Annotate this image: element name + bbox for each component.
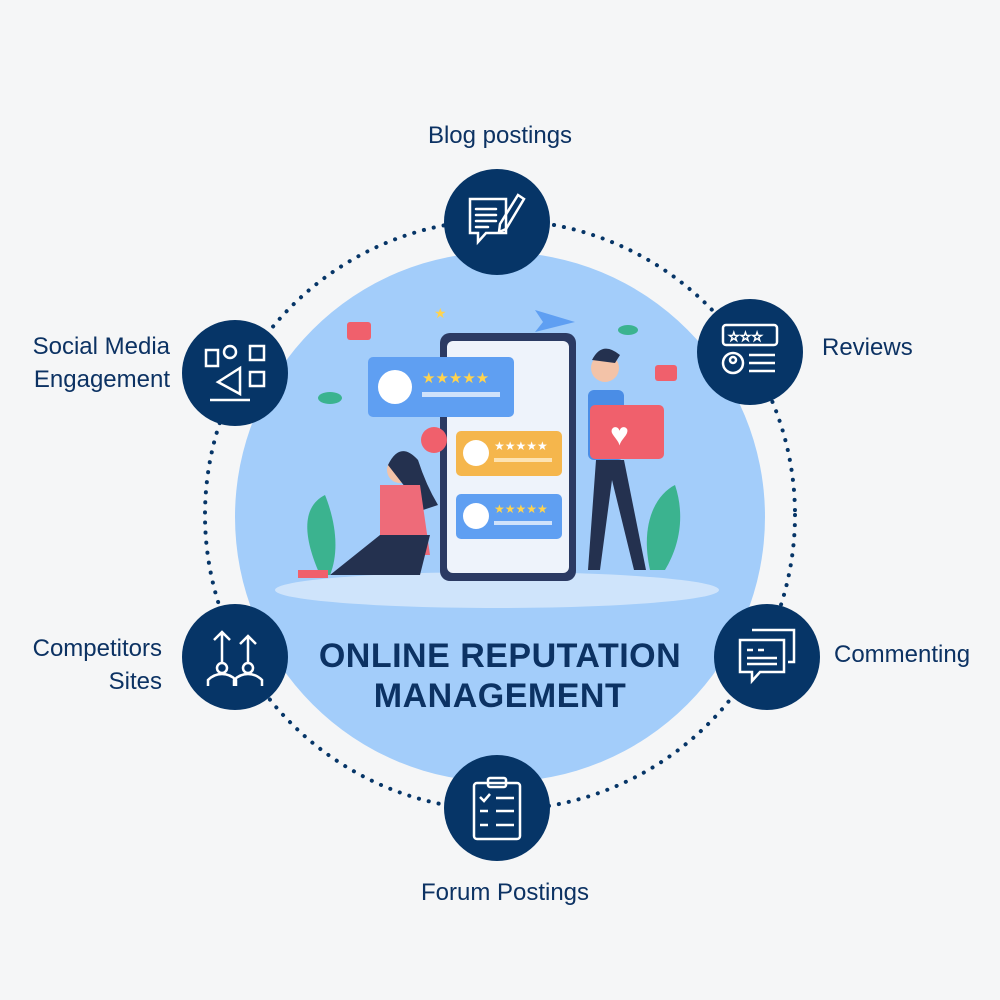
node-reviews[interactable]: ☆☆☆ <box>697 299 803 405</box>
svg-text:★★★★★: ★★★★★ <box>422 370 489 387</box>
competitors-arrows-icon <box>206 630 264 686</box>
svg-text:★★★★★: ★★★★★ <box>494 439 548 453</box>
label-social-media-engagement: Social Media Engagement <box>0 330 170 396</box>
label-forum-postings: Forum Postings <box>420 879 590 906</box>
svg-text:★★★★★: ★★★★★ <box>494 502 548 516</box>
chat-pen-icon <box>468 193 526 246</box>
center-title-line2: MANAGEMENT <box>373 677 627 715</box>
node-competitors-sites[interactable] <box>182 604 288 710</box>
label-competitors-line2: Sites <box>108 668 162 695</box>
label-blog-postings: Blog postings <box>427 122 573 149</box>
node-commenting[interactable] <box>714 604 820 710</box>
svg-text:☆☆☆: ☆☆☆ <box>728 329 763 344</box>
node-social-media-engagement[interactable] <box>182 320 288 426</box>
svg-text:♥: ♥ <box>610 416 629 452</box>
star-review-icon: ☆☆☆ <box>721 323 779 375</box>
label-competitors-sites: Competitors Sites <box>0 632 162 698</box>
label-social-line1: Social Media <box>32 333 170 360</box>
node-blog-postings[interactable] <box>444 169 550 275</box>
comment-bubbles-icon <box>738 628 796 685</box>
node-forum-postings[interactable] <box>444 755 550 861</box>
clipboard-checklist-icon <box>472 776 522 841</box>
center-title-line1: ONLINE REPUTATION <box>318 637 682 675</box>
label-competitors-line1: Competitors <box>32 635 162 662</box>
label-commenting: Commenting <box>834 641 971 668</box>
svg-text:★: ★ <box>434 305 447 321</box>
megaphone-social-icon <box>204 344 266 402</box>
label-reviews: Reviews <box>822 334 913 361</box>
label-social-line2: Engagement <box>33 366 170 393</box>
center-title: ONLINE REPUTATION MANAGEMENT <box>250 636 750 716</box>
